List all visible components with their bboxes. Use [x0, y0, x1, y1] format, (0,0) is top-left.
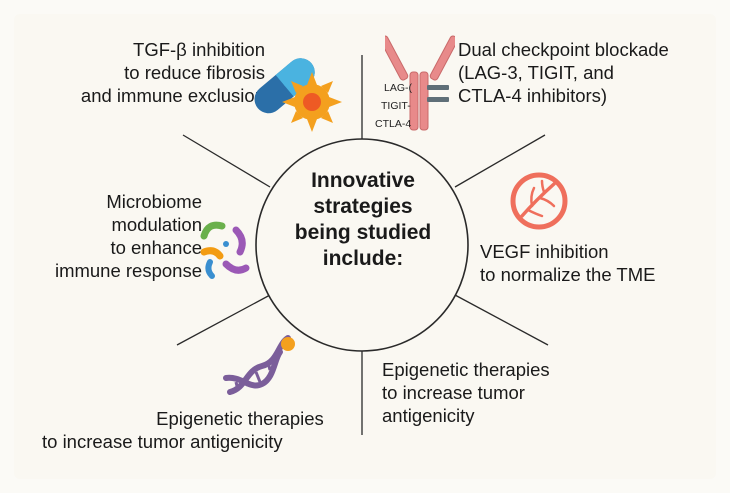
divider-lower-left — [176, 294, 271, 346]
text-line: TGF-β inhibition — [133, 39, 265, 60]
dual-checkpoint-text: Dual checkpoint blockade (LAG-3, TIGIT, … — [458, 38, 669, 107]
text-line: (LAG-3, TIGIT, and — [458, 62, 614, 83]
center-circle — [255, 138, 469, 352]
blocked-vessel-icon — [510, 172, 568, 230]
antibody-label-lag3: LAG-( — [384, 82, 413, 94]
text-line: Microbiome — [106, 191, 202, 212]
center-title-line: Innovative — [311, 169, 415, 192]
text-line: CTLA-4 inhibitors) — [458, 85, 608, 106]
antibody-label-ctla4: CTLA-4 — [375, 118, 412, 130]
center-title-line: being studied — [294, 221, 432, 244]
microbiome-text: Microbiome modulation to enhance immune … — [40, 190, 202, 282]
text-line: Epigenetic therapies — [156, 408, 324, 429]
text-line: to increase tumor — [382, 382, 525, 403]
text-line: immune response — [54, 260, 202, 281]
divider-upper-left — [182, 134, 271, 188]
dna-icon — [223, 335, 295, 395]
antibody-label-tigit: TIGIT- — [381, 100, 411, 112]
vegf-text: VEGF inhibition to normalize the TME — [480, 240, 655, 286]
divider-lower-right — [454, 294, 549, 346]
text-line: and immune exclusion — [80, 85, 265, 106]
epigenetic-left-text: Epigenetic therapies — [128, 407, 352, 430]
epigenetic-left-text-line2: to increase tumor antigenicity — [42, 430, 283, 453]
text-line: to increase tumor antigenicity — [42, 431, 283, 452]
text-line: to enhance — [110, 237, 202, 258]
epigenetic-right-text: Epigenetic therapies to increase tumor a… — [382, 358, 550, 427]
text-line: to normalize the TME — [480, 264, 656, 285]
text-line: Dual checkpoint blockade — [458, 39, 669, 60]
tgf-beta-text: TGF-β inhibition to reduce fibrosis and … — [60, 38, 265, 107]
pill-and-cell-icon — [254, 58, 342, 132]
antibody-icon — [385, 35, 455, 131]
center-title: Innovative strategies being studied incl… — [268, 168, 458, 272]
center-title-line: include: — [322, 247, 404, 270]
text-line: to reduce fibrosis — [124, 62, 265, 83]
microbes-icon — [200, 221, 250, 279]
text-line: antigenicity — [382, 405, 475, 426]
center-title-line: strategies — [313, 195, 413, 218]
text-line: modulation — [111, 214, 202, 235]
divider-upper-right — [454, 134, 546, 188]
text-line: VEGF inhibition — [480, 241, 609, 262]
text-line: Epigenetic therapies — [382, 359, 550, 380]
